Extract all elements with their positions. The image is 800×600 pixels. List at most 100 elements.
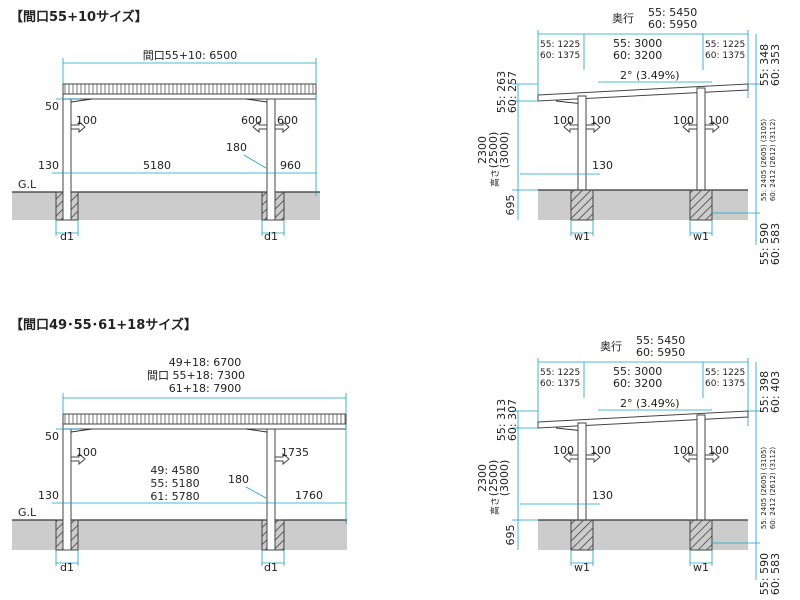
dim-130: 130 xyxy=(38,489,59,502)
dim-100: 100 xyxy=(708,444,729,457)
foundation-front xyxy=(570,519,594,551)
arrow-right-icon xyxy=(274,452,290,466)
dim-180: 180 xyxy=(226,141,247,154)
roof-panel xyxy=(62,83,317,95)
seg-right-60: 60: 1375 xyxy=(705,51,745,61)
roof-frame xyxy=(62,93,317,100)
ground xyxy=(538,190,748,220)
right-mid-55: 55: 2405 (2605) (3105) xyxy=(760,447,768,530)
arrow-right-icon xyxy=(585,450,601,464)
dim-1735: 1735 xyxy=(281,446,309,459)
depth-55: 55: 5450 xyxy=(636,334,685,347)
arrow-left-icon xyxy=(563,450,579,464)
dim-960: 960 xyxy=(280,159,301,172)
arrow-right-icon xyxy=(704,120,720,134)
seg-left-55: 55: 1225 xyxy=(540,40,580,50)
span-61: 61: 5780 xyxy=(150,490,199,503)
seg-left-60: 60: 1375 xyxy=(540,379,580,389)
gl-label: G.L xyxy=(18,506,37,519)
dim-100: 100 xyxy=(673,444,694,457)
dim-695: 695 xyxy=(504,525,517,546)
left-top-55: 55: 263 xyxy=(495,71,508,113)
width-55-18: 間口 55+18: 7300 xyxy=(147,369,245,382)
brace-right xyxy=(245,98,268,103)
post-left xyxy=(62,428,72,551)
dim-130: 130 xyxy=(592,159,613,172)
height-3000: (3000) xyxy=(498,460,511,497)
right-top-55: 55: 348 xyxy=(758,44,771,86)
roof-side xyxy=(537,410,749,429)
dim-100: 100 xyxy=(76,446,97,459)
arrow-right-icon xyxy=(274,120,290,134)
roof-panel xyxy=(62,413,347,425)
d1-label-left: d1 xyxy=(60,561,74,574)
section-title: 【間口49･55･61+18サイズ】 xyxy=(10,317,197,333)
front-elevation-55-10: 【間口55+10サイズ】 G.L 間口55+10: 6500 50 100 60… xyxy=(10,9,320,243)
dim-100: 100 xyxy=(590,114,611,127)
gl-label: G.L xyxy=(18,178,37,191)
roof-frame xyxy=(62,423,347,430)
left-top-60: 60: 257 xyxy=(506,71,519,113)
height-2300: 2300 xyxy=(476,136,489,164)
seg-mid-55: 55: 3000 xyxy=(613,365,662,378)
front-elevation-49-55-61-18: 【間口49･55･61+18サイズ】 G.L 49+18: 6700 間口 55… xyxy=(10,317,347,574)
side-elevation-top: 奥行 55: 5450 60: 5950 55: 1225 60: 1375 5… xyxy=(476,6,782,265)
seg-right-55: 55: 1225 xyxy=(705,368,745,378)
arrow-left-icon xyxy=(682,120,698,134)
brace-left xyxy=(70,98,93,103)
side-elevation-bottom: 奥行 55: 5450 60: 5950 55: 1225 60: 1375 5… xyxy=(476,334,782,595)
dim-50: 50 xyxy=(45,100,59,113)
right-mid-55: 55: 2405 (2605) (3105) xyxy=(760,119,768,202)
depth-55: 55: 5450 xyxy=(648,6,697,19)
seg-mid-60: 60: 3200 xyxy=(613,377,662,390)
span-49: 49: 4580 xyxy=(150,464,199,477)
arrow-left-icon xyxy=(252,120,268,134)
span-55: 55: 5180 xyxy=(150,477,199,490)
dim-600-left: 600 xyxy=(241,114,262,127)
dim-1760: 1760 xyxy=(295,489,323,502)
d1-label-right: d1 xyxy=(264,561,278,574)
section-title: 【間口55+10サイズ】 xyxy=(10,9,148,25)
width-label: 間口55+10: 6500 xyxy=(143,49,237,62)
foundation-rear xyxy=(689,519,713,551)
dim-180: 180 xyxy=(228,473,249,486)
span-5180: 5180 xyxy=(143,159,171,172)
right-bot-60: 60: 583 xyxy=(769,223,782,265)
seg-mid-55: 55: 3000 xyxy=(613,37,662,50)
depth-60: 60: 5950 xyxy=(648,18,697,31)
dim-130: 130 xyxy=(592,489,613,502)
right-bot-60: 60: 583 xyxy=(769,553,782,595)
left-top-55: 55: 313 xyxy=(495,399,508,441)
dim-100: 100 xyxy=(76,114,97,127)
foundation-rear xyxy=(689,189,713,221)
slope-label: 2° (3.49%) xyxy=(620,397,680,410)
seg-right-60: 60: 1375 xyxy=(705,379,745,389)
height-2500: (2500) xyxy=(487,460,500,497)
left-top-60: 60: 307 xyxy=(506,399,519,441)
right-bot-55: 55: 590 xyxy=(758,223,771,265)
post-right xyxy=(266,98,276,221)
seg-left-60: 60: 1375 xyxy=(540,51,580,61)
ground xyxy=(538,520,748,550)
height-2500: (2500) xyxy=(487,132,500,169)
right-bot-55: 55: 590 xyxy=(758,553,771,595)
post-left xyxy=(62,98,72,221)
seg-left-55: 55: 1225 xyxy=(540,368,580,378)
right-mid-60: 60: 2412 (2612) (3112) xyxy=(769,119,777,202)
width-49-18: 49+18: 6700 xyxy=(169,356,241,369)
dim-50: 50 xyxy=(45,430,59,443)
d1-label-right: d1 xyxy=(264,230,278,243)
roof-side xyxy=(537,83,749,102)
post-right xyxy=(266,428,276,551)
arrow-right-icon xyxy=(585,120,601,134)
dim-695: 695 xyxy=(504,195,517,216)
right-mid-60: 60: 2412 (2612) (3112) xyxy=(769,447,777,530)
w1-label-rear: w1 xyxy=(693,561,709,574)
arrow-left-icon xyxy=(563,120,579,134)
right-top-55: 55: 398 xyxy=(758,371,771,413)
dim-100: 100 xyxy=(673,114,694,127)
arrow-right-icon xyxy=(70,452,86,466)
seg-right-55: 55: 1225 xyxy=(705,40,745,50)
depth-label: 奥行 xyxy=(600,339,622,353)
arrow-right-icon xyxy=(704,450,720,464)
